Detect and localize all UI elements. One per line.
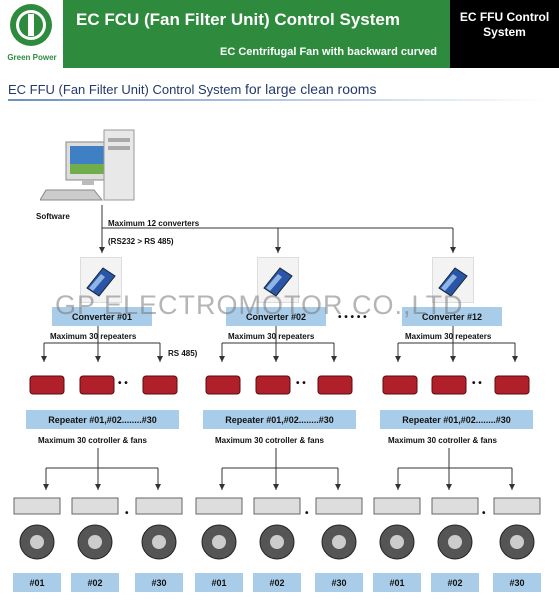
section-divider [8, 99, 548, 101]
page-title: EC FCU (Fan Filter Unit) Control System [76, 10, 400, 29]
max-controllers-label-1: Maximum 30 cotroller & fans [38, 436, 147, 445]
logo-text: Green Power [7, 53, 57, 62]
fan-label-2-2: #02 [253, 573, 301, 592]
watermark: GP ELECTROMOTOR CO.,LTD [55, 290, 464, 320]
repeater-images [0, 368, 559, 413]
fan-dot-2: • [305, 508, 309, 519]
converter-label-3: Converter #12 [402, 307, 502, 326]
converter-label-1: Converter #01 [52, 307, 152, 326]
fan-label-3-2: #02 [431, 573, 479, 592]
max-controllers-label-3: Maximum 30 cotroller & fans [388, 436, 497, 445]
fan-label-3-1: #01 [373, 573, 421, 592]
max-repeaters-label-2: Maximum 30 repeaters [228, 332, 315, 341]
fan-dot-3: • [482, 508, 486, 519]
converter-image-2 [257, 257, 299, 303]
fan-label-2-1: #01 [195, 573, 243, 592]
repeater-label-2: Repeater #01,#02........#30 [203, 410, 356, 429]
fan-label-1-2: #02 [71, 573, 119, 592]
fan-label-1-3: #30 [135, 573, 183, 592]
repeater-label-3: Repeater #01,#02........#30 [380, 410, 533, 429]
side-title: EC FFU Control System [459, 10, 550, 39]
software-label: Software [36, 212, 70, 221]
section-title: EC FFU (Fan Filter Unit) Control System … [8, 81, 376, 97]
repeater-label-1: Repeater #01,#02........#30 [26, 410, 179, 429]
max-repeaters-label-1: Maximum 30 repeaters [50, 332, 137, 341]
fan-label-1-1: #01 [13, 573, 61, 592]
fan-label-3-3: #30 [493, 573, 541, 592]
max-repeaters-label-3: Maximum 30 repeaters [405, 332, 492, 341]
max-converters-label: Maximum 12 converters [108, 219, 200, 228]
title-band [63, 0, 450, 68]
repeater-dots-1: • • [118, 378, 128, 389]
side-title-box [450, 0, 559, 68]
arrowheads [41, 247, 518, 490]
computer-icon [39, 128, 145, 213]
converter-label-2: Converter #02 [226, 307, 326, 326]
converter-image-3 [432, 257, 474, 303]
repeater-dots-3: • • [472, 378, 482, 389]
protocol-label-1: (RS232 > RS 485) [108, 237, 174, 246]
repeater-dots-2: • • [296, 378, 306, 389]
header-banner: Green Power EC FCU (Fan Filter Unit) Con… [0, 0, 559, 68]
fan-dot-1: • [125, 508, 129, 519]
green-power-logo-icon [10, 4, 52, 46]
fan-images [0, 496, 559, 571]
fan-label-2-3: #30 [315, 573, 363, 592]
max-controllers-label-2: Maximum 30 cotroller & fans [215, 436, 324, 445]
section-title-main: EC FFU (Fan Filter Unit) Control System [8, 82, 242, 97]
converter-icon [263, 267, 293, 297]
section-title-suffix: for large clean rooms [244, 81, 377, 97]
logo [0, 0, 63, 68]
converter-icon [86, 267, 116, 297]
repeater-icons [29, 375, 530, 395]
fan-icons [13, 497, 541, 560]
converter-ellipsis: • • • • • [338, 312, 367, 323]
converter-image-1 [80, 257, 122, 303]
converter-icon [438, 267, 468, 297]
protocol-label-2: RS 485) [168, 349, 198, 358]
page-subtitle: EC Centrifugal Fan with backward curved [220, 46, 437, 58]
